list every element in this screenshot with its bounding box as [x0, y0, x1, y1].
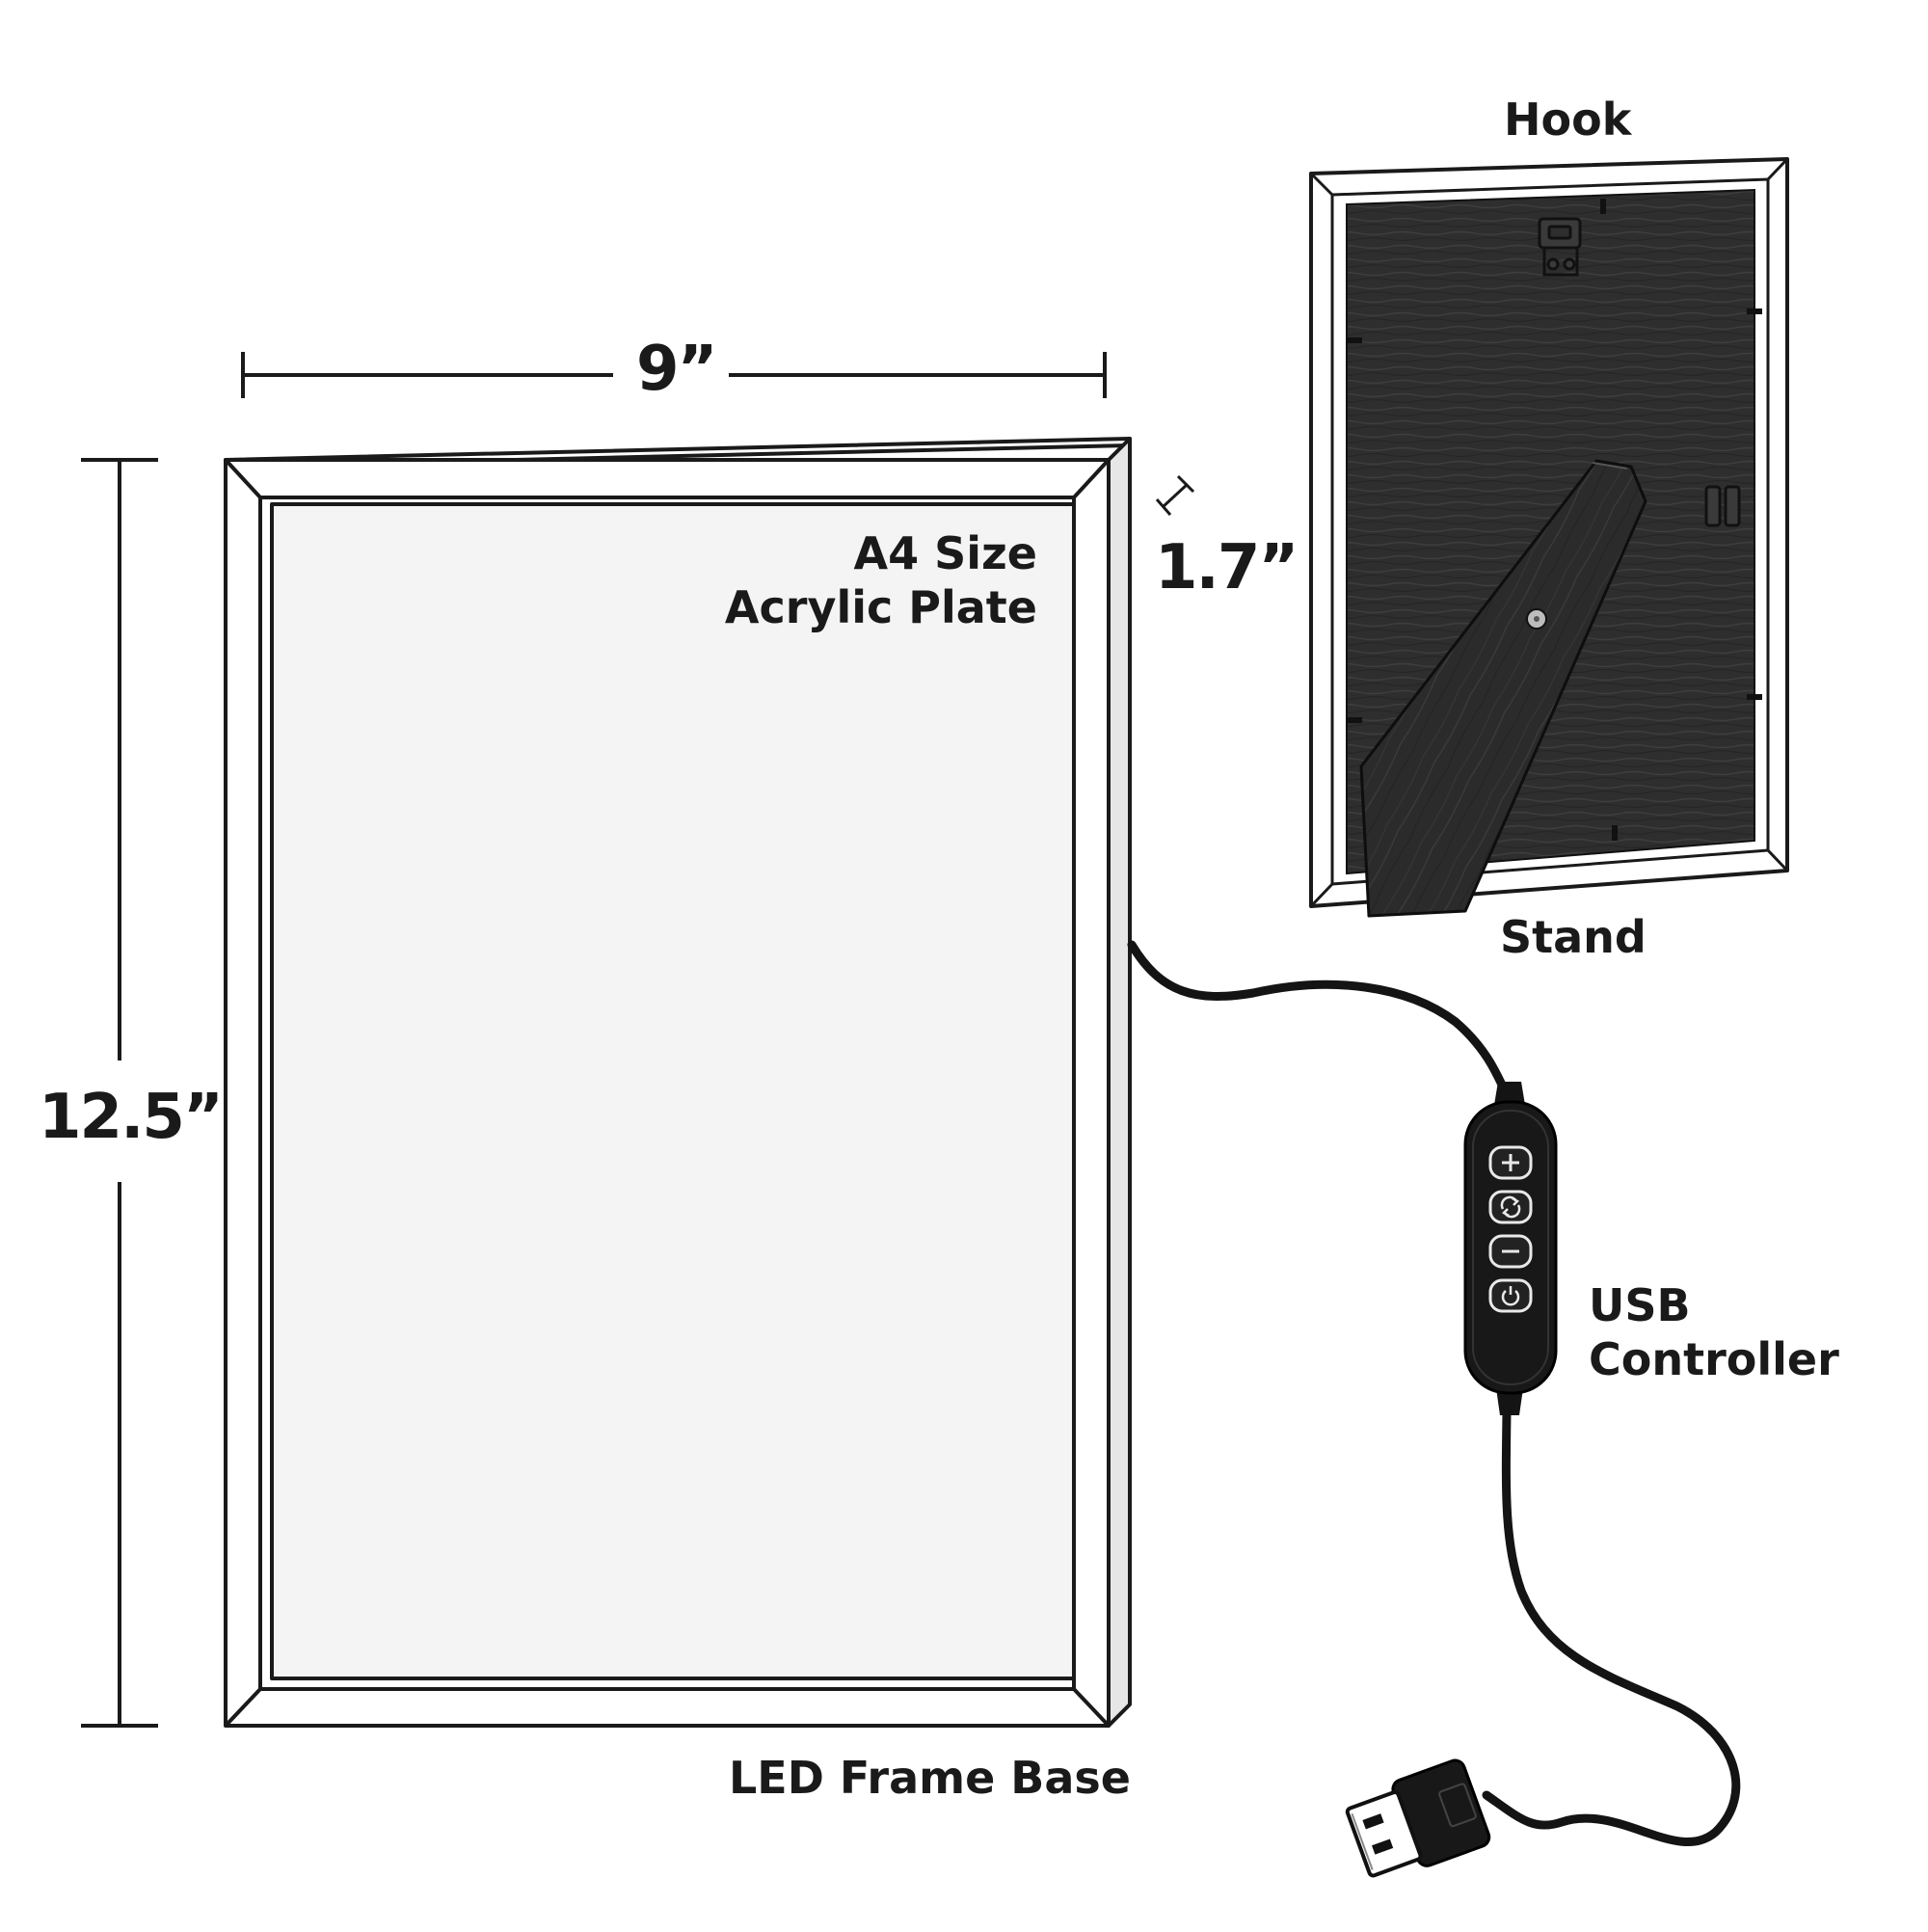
acrylic-plate-label: A4 Size Acrylic Plate — [725, 526, 1037, 634]
side-slot-icon — [1704, 485, 1741, 527]
height-dimension-line — [81, 458, 158, 1728]
height-dimension-label: 12.5” — [39, 1082, 224, 1153]
led-frame-base-label: LED Frame Base — [729, 1752, 1131, 1804]
usb-cable — [1127, 940, 1741, 1846]
plus-icon — [1502, 1154, 1519, 1171]
usb-controller-label-line1: USB — [1589, 1279, 1691, 1331]
depth-dimension-label: 1.7” — [1155, 532, 1299, 604]
width-dimension-label: 9” — [636, 334, 718, 405]
controller-plus-button[interactable] — [1488, 1145, 1533, 1180]
usb-plug-icon — [1345, 1758, 1491, 1878]
usb-controller-label: USB Controller — [1589, 1278, 1839, 1386]
stand-label: Stand — [1500, 911, 1647, 963]
hook-icon — [1538, 217, 1582, 277]
power-icon — [1501, 1286, 1520, 1306]
stand-icon — [1359, 459, 1647, 918]
acrylic-plate-label-line1: A4 Size — [853, 527, 1038, 579]
acrylic-plate — [270, 502, 1076, 1680]
controller-power-button[interactable] — [1488, 1278, 1533, 1313]
mode-cycle-icon — [1500, 1195, 1521, 1219]
hook-label: Hook — [1504, 94, 1632, 146]
led-frame-front — [224, 437, 1132, 1728]
width-dimension-line — [241, 352, 1107, 398]
depth-dimension-marker — [1155, 474, 1195, 516]
controller-mode-button[interactable] — [1488, 1190, 1533, 1224]
controller-minus-button[interactable] — [1488, 1234, 1533, 1269]
acrylic-plate-label-line2: Acrylic Plate — [724, 581, 1037, 634]
usb-controller-label-line2: Controller — [1589, 1333, 1839, 1386]
